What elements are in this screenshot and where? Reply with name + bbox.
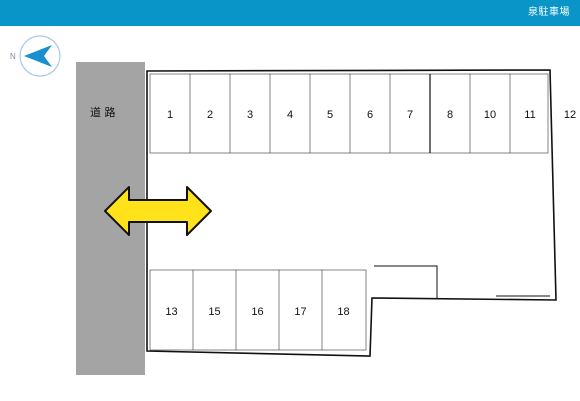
lot-boundary <box>146 69 557 357</box>
parking-space-2: 2 <box>207 109 213 121</box>
parking-space-1: 1 <box>167 109 173 121</box>
bottom-row-spaces <box>149 269 367 351</box>
parking-space-8: 8 <box>447 109 453 121</box>
compass: N <box>10 35 61 77</box>
parking-space-13: 13 <box>165 306 177 318</box>
north-label: N <box>10 52 16 61</box>
entrance-arrow-icon <box>104 186 212 236</box>
parking-space-18: 18 <box>337 306 349 318</box>
north-arrow-icon <box>24 45 52 67</box>
parking-space-12: 12 <box>564 109 576 121</box>
parking-space-11: 11 <box>524 109 535 121</box>
parking-space-5: 5 <box>327 109 333 121</box>
parking-space-7: 7 <box>407 109 413 121</box>
parking-lot-title: 泉駐車場 <box>528 7 570 18</box>
bottom-row-labels: 13 15 16 17 18 <box>165 306 349 318</box>
road-label: 道 路 <box>90 105 116 119</box>
structure-outline <box>374 265 438 298</box>
parking-space-15: 15 <box>208 306 220 318</box>
header-bar: 泉駐車場 <box>0 0 580 26</box>
parking-space-4: 4 <box>287 109 293 121</box>
parking-space-16: 16 <box>251 306 263 318</box>
parking-space-3: 3 <box>247 109 253 121</box>
parking-space-10: 10 <box>484 109 496 121</box>
parking-space-6: 6 <box>367 109 373 121</box>
top-row-spaces <box>149 73 549 154</box>
parking-space-17: 17 <box>294 306 306 318</box>
